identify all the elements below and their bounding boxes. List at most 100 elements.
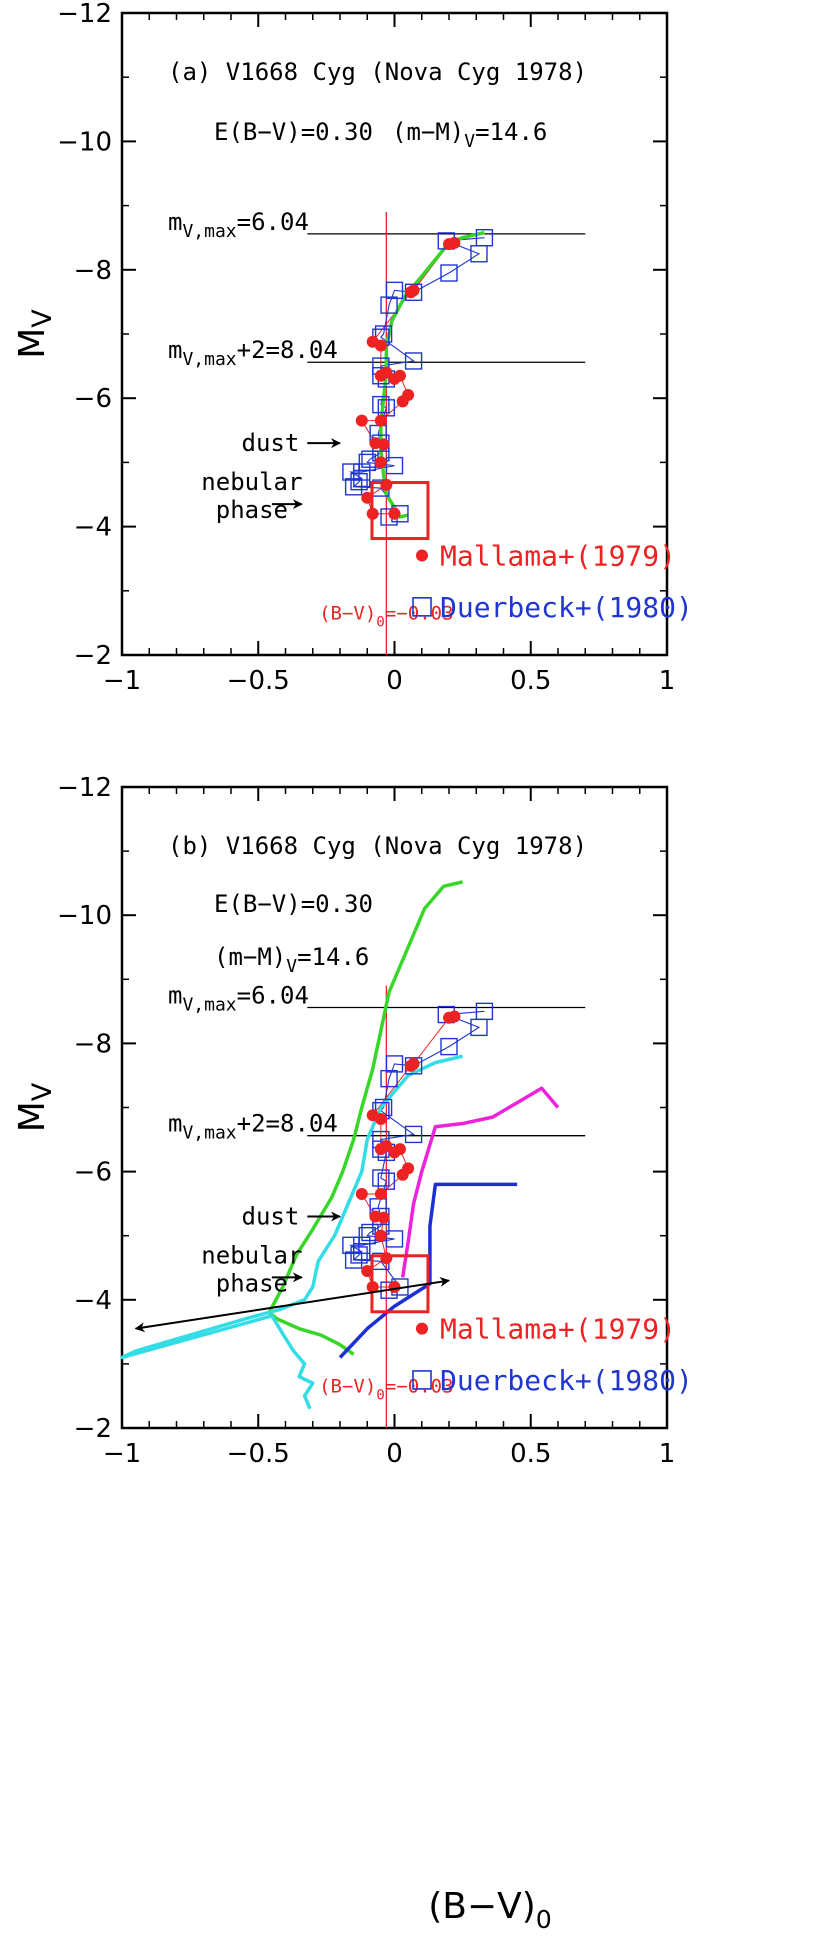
- mallama-point: [396, 1168, 409, 1181]
- legend-label-mallama: Mallama+(1979): [440, 1313, 676, 1346]
- max-line-label: mV,max=6.04: [168, 208, 309, 242]
- y-tick-label: −4: [74, 1286, 112, 1316]
- mallama-point: [374, 414, 387, 427]
- dust-label: dust: [242, 429, 300, 457]
- x-tick-label: 0.5: [510, 666, 551, 696]
- x-tick-label: −0.5: [227, 1439, 290, 1469]
- phase-label: phase: [216, 496, 288, 524]
- duerbeck-point: [377, 1172, 396, 1190]
- mallama-point: [377, 1211, 390, 1224]
- intrinsic-color-label: (B−V)0=−0.03: [319, 1376, 453, 1404]
- mallama-point: [396, 395, 409, 408]
- track-4: [400, 1086, 560, 1278]
- red-box: [370, 481, 430, 541]
- mallama-point: [388, 507, 401, 520]
- duerbeck-point: [385, 1230, 404, 1248]
- x-tick-label: 0.5: [510, 1439, 551, 1469]
- duerbeck-point: [372, 395, 390, 414]
- y-tick-label: −12: [57, 773, 112, 803]
- y-tick-label: −6: [74, 1158, 112, 1188]
- mallama-point: [380, 1252, 393, 1265]
- nebular-label: nebular: [201, 1241, 302, 1269]
- legend-label-duerbeck: Duerbeck+(1980): [440, 591, 693, 624]
- y-tick-label: −6: [74, 384, 112, 414]
- mallama-point: [374, 1113, 387, 1126]
- x-tick-label: −0.5: [227, 666, 290, 696]
- duerbeck-point: [404, 1125, 423, 1144]
- mallama-point: [404, 1059, 417, 1072]
- mallama-point: [374, 1229, 387, 1242]
- mallama-point: [374, 456, 387, 469]
- mallama-point: [377, 438, 390, 451]
- y-tick-label: −2: [74, 1414, 112, 1444]
- duerbeck-point: [380, 1069, 398, 1088]
- mallama-point: [380, 366, 393, 379]
- mallama-point: [355, 1188, 368, 1201]
- max2-line-label: mV,max+2=8.04: [168, 1110, 338, 1144]
- mallama-point: [374, 1188, 387, 1201]
- track-2: [379, 230, 485, 519]
- x-tick-label: 1: [659, 1439, 676, 1469]
- y-axis-title: MV: [12, 309, 58, 359]
- max2-line-label: mV,max+2=8.04: [168, 336, 338, 370]
- y-axis-title: MV: [12, 1082, 58, 1132]
- y-tick-label: −10: [57, 901, 112, 931]
- duerbeck-point: [350, 1246, 368, 1264]
- y-tick-label: −10: [57, 127, 112, 157]
- duerbeck-point: [380, 296, 398, 314]
- y-tick-label: −12: [57, 0, 112, 29]
- legend-marker-duerbeck: [412, 597, 432, 617]
- duerbeck-point: [470, 1018, 488, 1037]
- double-arrow: [134, 1276, 450, 1333]
- extinction-label: E(B−V)=0.30: [214, 118, 373, 146]
- mallama-point: [393, 1143, 406, 1156]
- legend-marker-mallama: [416, 1322, 428, 1335]
- x-axis-title: (B−V)0: [428, 1886, 552, 1934]
- distance-modulus-label: (m−M)V=14.6: [214, 943, 369, 977]
- panel-title: (a) V1668 Cyg (Nova Cyg 1978): [168, 58, 587, 86]
- x-tick-label: −1: [103, 666, 141, 696]
- mallama-point: [355, 414, 368, 427]
- x-tick-label: 0: [386, 1439, 403, 1469]
- phase-label: phase: [216, 1269, 288, 1297]
- duerbeck-point: [470, 245, 488, 263]
- duerbeck-point: [350, 472, 368, 491]
- nebular-label: nebular: [201, 468, 302, 496]
- duerbeck-point: [385, 456, 404, 475]
- mallama-point: [380, 1139, 393, 1152]
- max-line-label: mV,max=6.04: [168, 982, 309, 1016]
- mallama-point: [388, 1280, 401, 1293]
- x-tick-label: 1: [659, 666, 676, 696]
- legend-label-mallama: Mallama+(1979): [440, 539, 676, 572]
- duerbeck-point: [372, 1169, 390, 1187]
- legend-marker-mallama: [416, 549, 428, 562]
- duerbeck-point: [385, 1055, 404, 1073]
- mallama-point: [443, 238, 455, 251]
- duerbeck-point: [440, 264, 458, 282]
- legend-label-duerbeck: Duerbeck+(1980): [440, 1364, 693, 1397]
- y-tick-label: −8: [74, 1029, 112, 1059]
- panel-title: (b) V1668 Cyg (Nova Cyg 1978): [168, 832, 587, 860]
- extinction-label: E(B−V)=0.30: [214, 890, 373, 918]
- x-tick-label: −1: [103, 1439, 141, 1469]
- dust-label: dust: [242, 1202, 300, 1230]
- duerbeck-point: [404, 352, 423, 370]
- legend-marker-duerbeck: [412, 1370, 432, 1390]
- mallama-point: [361, 1264, 374, 1277]
- distance-modulus-label: (m−M)V=14.6: [392, 118, 547, 152]
- intrinsic-color-label: (B−V)0=−0.03: [319, 603, 453, 631]
- duerbeck-point: [344, 478, 363, 496]
- duerbeck-point: [385, 281, 404, 300]
- y-tick-label: −2: [74, 641, 112, 671]
- duerbeck-point: [440, 1037, 458, 1056]
- x-tick-label: 0: [386, 666, 403, 696]
- y-tick-label: −8: [74, 256, 112, 286]
- mallama-point: [393, 369, 406, 382]
- duerbeck-line: [348, 1010, 485, 1291]
- mallama-point: [374, 339, 387, 352]
- duerbeck-point: [377, 399, 396, 417]
- mallama-point: [380, 478, 393, 491]
